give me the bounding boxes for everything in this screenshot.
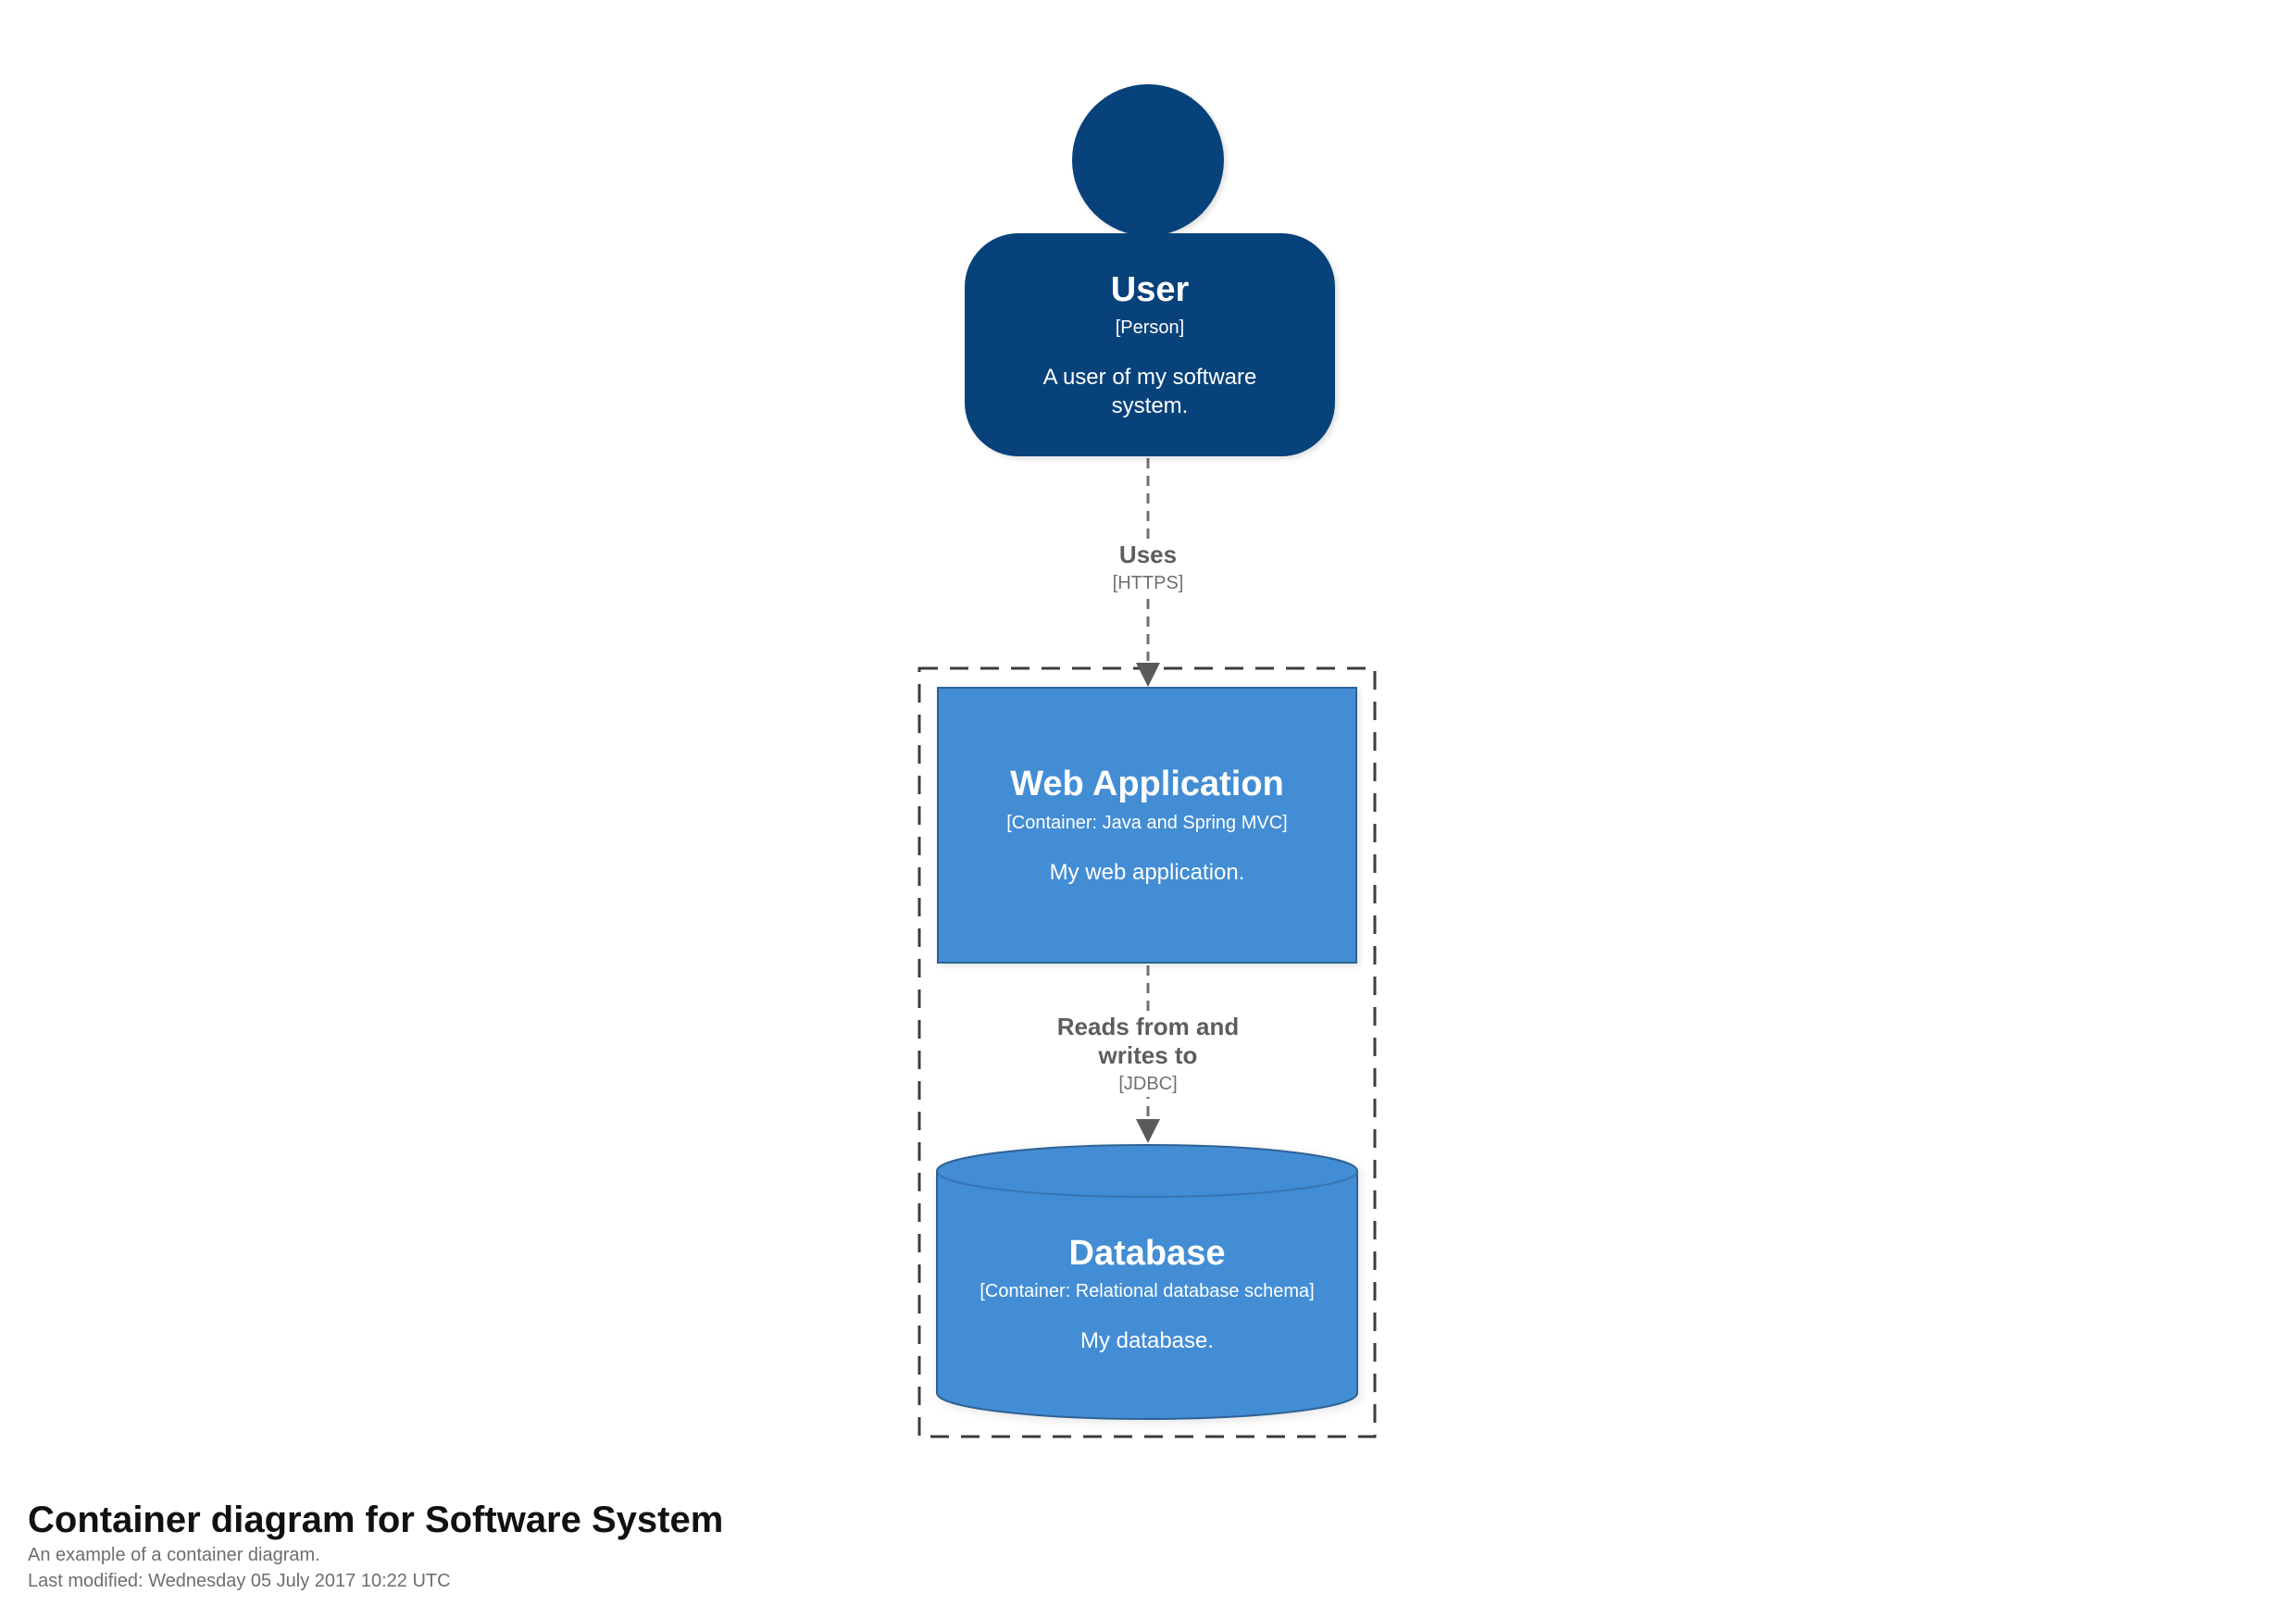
relationship-label-meta: [JDBC]: [1118, 1074, 1178, 1095]
container-node-web-application: Web Application [Container: Java and Spr…: [937, 687, 1357, 964]
relationship-label-text: Uses: [1118, 541, 1178, 568]
database-cylinder-top-edge: [936, 1170, 1358, 1198]
person-node-user: User [Person] A user of my software syst…: [965, 233, 1335, 456]
arrowhead-uses-icon: [1136, 663, 1160, 687]
diagram-subtitle: An example of a container diagram.: [28, 1545, 320, 1565]
arrowhead-reads-writes-icon: [1136, 1119, 1160, 1143]
container-description: My database.: [1079, 1328, 1215, 1354]
diagram-title: Container diagram for Software System: [28, 1500, 724, 1540]
container-name: Web Application: [1010, 765, 1284, 804]
person-head: [1072, 84, 1224, 236]
relationship-label-text: Reads from and writes to: [1056, 1013, 1240, 1070]
person-name: User: [1110, 269, 1190, 309]
relationship-label-reads-writes: Reads from and writes to [JDBC]: [1026, 1011, 1270, 1098]
diagram-footer: Container diagram for Software System An…: [28, 1498, 723, 1594]
container-meta: [Container: Relational database schema]: [980, 1281, 1315, 1302]
container-name: Database: [1068, 1233, 1226, 1273]
relationship-label-uses: Uses [HTTPS]: [1101, 539, 1195, 597]
diagram-last-modified: Last modified: Wednesday 05 July 2017 10…: [28, 1571, 451, 1591]
container-meta: [Container: Java and Spring MVC]: [1006, 812, 1288, 833]
container-description: My web application.: [1049, 859, 1245, 885]
person-meta: [Person]: [1115, 317, 1185, 339]
container-node-database: Database [Container: Relational database…: [937, 1171, 1357, 1393]
person-description: A user of my software system.: [1042, 365, 1257, 419]
relationship-label-meta: [HTTPS]: [1112, 573, 1184, 594]
database-cylinder-shape: [936, 1144, 1358, 1420]
